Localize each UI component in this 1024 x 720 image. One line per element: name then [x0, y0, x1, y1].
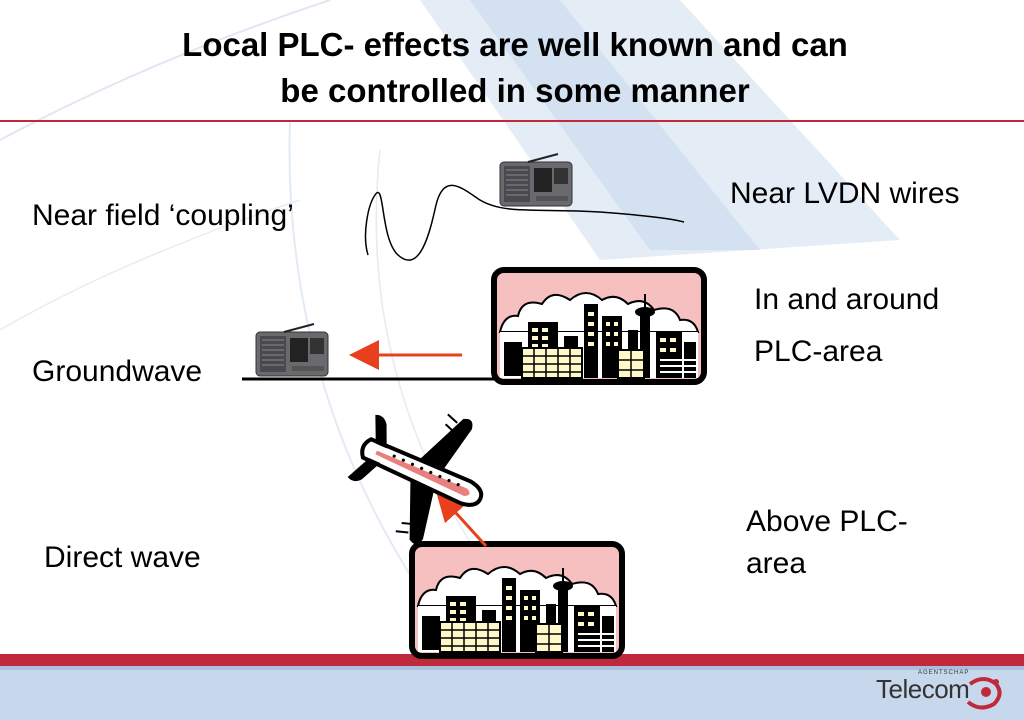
city-skyline-icon — [494, 270, 704, 382]
telecom-logo-icon — [966, 677, 1002, 710]
title-line-1: Local PLC- effects are well known and ca… — [182, 26, 848, 63]
label-direct-wave: Direct wave — [44, 541, 201, 574]
footer-area — [0, 666, 1024, 720]
telecom-logo: AGENTSCHAP Telecom — [872, 668, 1012, 714]
city-skyline-icon — [412, 544, 622, 656]
label-groundwave: Groundwave — [32, 355, 203, 388]
footer-band — [0, 654, 1024, 666]
label-above-2: area — [746, 547, 807, 580]
title-line-2: be controlled in some manner — [280, 72, 750, 109]
slide-title: Local PLC- effects are well known and ca… — [90, 22, 940, 114]
label-in-around-2: PLC-area — [754, 335, 883, 368]
airplane-icon — [347, 413, 484, 545]
label-near-lvdn: Near LVDN wires — [730, 177, 960, 210]
radio-icon — [499, 153, 573, 207]
header-rule — [0, 120, 1024, 122]
lvdn-wire — [364, 184, 685, 261]
logo-name-text: Telecom — [876, 674, 970, 704]
label-above-1: Above PLC- — [746, 505, 908, 538]
label-in-around-1: In and around — [754, 283, 940, 316]
label-near-field: Near field ‘coupling’ — [32, 199, 294, 232]
arrow-icon — [435, 490, 488, 548]
logo-agency-text: AGENTSCHAP — [918, 670, 970, 676]
radio-icon — [255, 323, 329, 377]
